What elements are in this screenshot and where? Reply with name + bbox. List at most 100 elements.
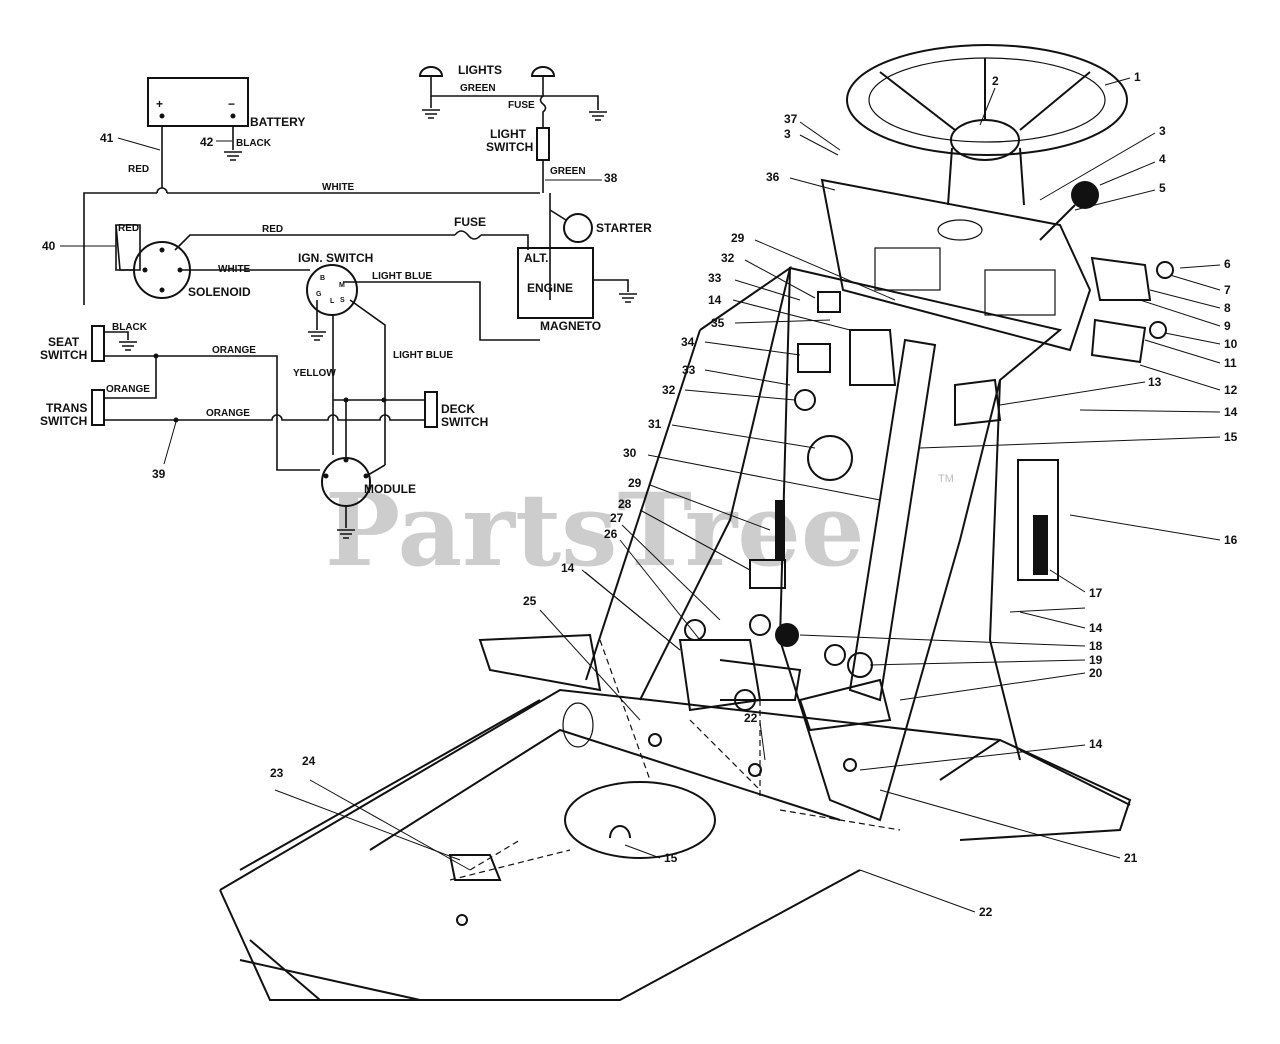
callout-29a: 29 bbox=[628, 476, 642, 490]
steering-wheel bbox=[846, 44, 1128, 156]
wire-red-sol: RED bbox=[118, 223, 139, 234]
callout-29b: 29 bbox=[731, 231, 745, 245]
callout-3a: 3 bbox=[784, 127, 791, 141]
ign-term-s: S bbox=[340, 297, 345, 304]
watermark: PartsTree bbox=[325, 471, 865, 589]
module-label: MODULE bbox=[364, 482, 416, 496]
engine-magneto-label: MAGNETO bbox=[540, 319, 601, 333]
ign-term-l: L bbox=[330, 298, 335, 305]
wire-green-switch: GREEN bbox=[550, 166, 586, 177]
callout-34: 34 bbox=[681, 335, 695, 349]
callout-9: 9 bbox=[1224, 319, 1231, 333]
trans-switch-symbol bbox=[91, 389, 105, 426]
callout-1: 1 bbox=[1134, 70, 1141, 84]
callout-15a: 15 bbox=[1224, 430, 1238, 444]
fuse-lights-label: FUSE bbox=[508, 100, 535, 111]
light-switch-label-1: LIGHT bbox=[490, 127, 527, 141]
deck-switch-symbol bbox=[424, 391, 438, 428]
callout-15b: 15 bbox=[664, 851, 678, 865]
starter-label: STARTER bbox=[596, 221, 652, 235]
pedal-pad bbox=[1033, 515, 1048, 575]
wire-green-lights: GREEN bbox=[460, 83, 496, 94]
wire-black-batt: BLACK bbox=[236, 138, 272, 149]
callout-22b: 22 bbox=[979, 905, 993, 919]
wire-white-top: WHITE bbox=[322, 182, 355, 193]
ign-term-m: M bbox=[339, 282, 345, 289]
callout-31: 31 bbox=[648, 417, 662, 431]
callout-2: 2 bbox=[992, 74, 999, 88]
wire-orange-1: ORANGE bbox=[212, 345, 256, 356]
wire-light-blue-1: LIGHT BLUE bbox=[372, 271, 432, 282]
exploded-assembly: 1 2 3 3 4 5 6 7 8 9 10 11 12 13 14 15 16… bbox=[219, 44, 1238, 1001]
callout-35: 35 bbox=[711, 316, 725, 330]
ign-term-b: B bbox=[320, 275, 325, 282]
solenoid-label: SOLENOID bbox=[188, 285, 251, 299]
trans-switch-label-1: TRANS bbox=[46, 401, 87, 415]
fuse-main-label: FUSE bbox=[454, 215, 486, 229]
callout-28: 28 bbox=[618, 497, 632, 511]
engine-symbol bbox=[517, 247, 594, 319]
callout-10: 10 bbox=[1224, 337, 1238, 351]
callout-14b: 14 bbox=[1089, 621, 1103, 635]
callout-13: 13 bbox=[1148, 375, 1162, 389]
battery-symbol bbox=[147, 77, 249, 127]
callout-25: 25 bbox=[523, 594, 537, 608]
trans-switch-label-2: SWITCH bbox=[40, 414, 87, 428]
callout-33b: 33 bbox=[682, 363, 696, 377]
light-switch-symbol bbox=[536, 127, 550, 161]
callout-40: 40 bbox=[42, 239, 56, 253]
throttle-knob bbox=[1071, 181, 1099, 209]
watermark-tm: TM bbox=[938, 473, 954, 485]
callout-14d: 14 bbox=[561, 561, 575, 575]
wire-yellow: YELLOW bbox=[293, 368, 336, 379]
callout-21: 21 bbox=[1124, 851, 1138, 865]
callout-12: 12 bbox=[1224, 383, 1238, 397]
callout-3b: 3 bbox=[1159, 124, 1166, 138]
callout-11: 11 bbox=[1224, 356, 1237, 370]
ign-switch-label: IGN. SWITCH bbox=[298, 251, 373, 265]
ignition-switch-part bbox=[807, 435, 853, 481]
engine-label: ENGINE bbox=[527, 281, 573, 295]
callout-8: 8 bbox=[1224, 301, 1231, 315]
callout-30: 30 bbox=[623, 446, 637, 460]
callout-17: 17 bbox=[1089, 586, 1103, 600]
battery-label: BATTERY bbox=[250, 115, 305, 129]
callout-14c: 14 bbox=[1089, 737, 1103, 751]
callout-36: 36 bbox=[766, 170, 780, 184]
callout-37: 37 bbox=[784, 112, 798, 126]
starter-symbol bbox=[563, 213, 593, 243]
callout-24: 24 bbox=[302, 754, 316, 768]
callout-42: 42 bbox=[200, 135, 214, 149]
callout-32b: 32 bbox=[662, 383, 676, 397]
seat-switch-label-1: SEAT bbox=[48, 335, 80, 349]
callout-18: 18 bbox=[1089, 639, 1103, 653]
wire-white-sol: WHITE bbox=[218, 264, 251, 275]
lights-label: LIGHTS bbox=[458, 63, 502, 77]
wire-red-batt: RED bbox=[128, 164, 149, 175]
wire-red-fuse: RED bbox=[262, 224, 283, 235]
callout-14a: 14 bbox=[1224, 405, 1238, 419]
callout-39: 39 bbox=[152, 467, 166, 481]
callout-23: 23 bbox=[270, 766, 284, 780]
engine-alt-label: ALT. bbox=[524, 251, 548, 265]
wire-orange-trans: ORANGE bbox=[106, 384, 150, 395]
dash-panel bbox=[820, 178, 1092, 352]
frame-body bbox=[219, 688, 1001, 891]
light-switch-label-2: SWITCH bbox=[486, 140, 533, 154]
callout-38: 38 bbox=[604, 171, 618, 185]
callout-16: 16 bbox=[1224, 533, 1238, 547]
console-tower bbox=[778, 266, 1063, 822]
wire-orange-2: ORANGE bbox=[206, 408, 250, 419]
wiring-schematic: + − BATTERY BLACK 42 RED 41 WHITE SOLENO… bbox=[40, 63, 652, 539]
battery-plus: + bbox=[156, 97, 163, 111]
callout-41: 41 bbox=[100, 131, 114, 145]
battery-minus: − bbox=[228, 97, 235, 111]
wire-black-seat: BLACK bbox=[112, 322, 148, 333]
ign-switch-symbol bbox=[306, 264, 358, 316]
seat-switch-label-2: SWITCH bbox=[40, 348, 87, 362]
callout-14e: 14 bbox=[708, 293, 722, 307]
callout-20: 20 bbox=[1089, 666, 1103, 680]
callout-22a: 22 bbox=[744, 711, 758, 725]
ign-term-g: G bbox=[316, 291, 322, 298]
